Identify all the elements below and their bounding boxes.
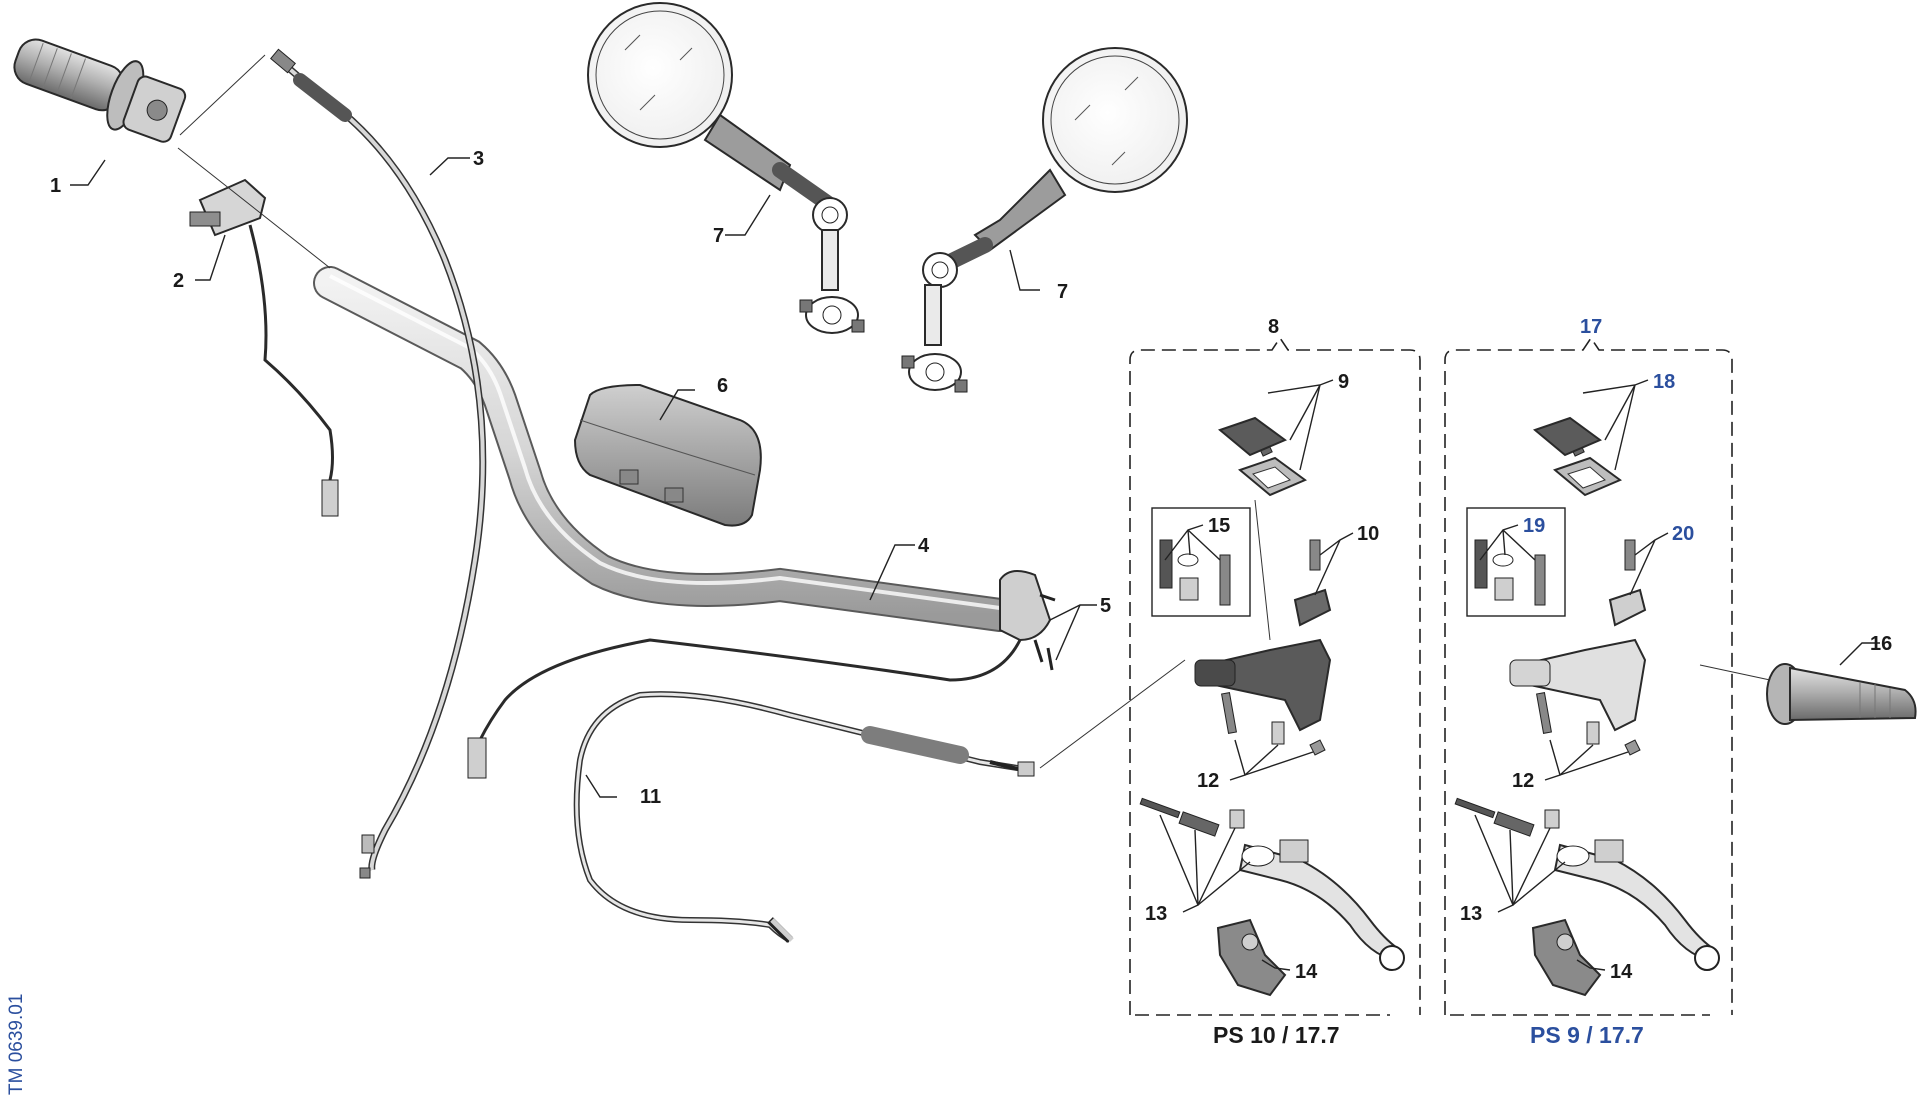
callout-15: 15 [1208, 515, 1230, 537]
document-code: TM 0639.01 [6, 994, 27, 1095]
handlebar-pad [573, 383, 762, 527]
callout-1: 1 [50, 175, 61, 197]
callout-12-right: 12 [1512, 770, 1534, 792]
callout-4: 4 [918, 535, 930, 557]
callout-10: 10 [1357, 523, 1379, 545]
master-cylinder-ps9 [1454, 416, 1720, 997]
throttle-cable [270, 48, 487, 879]
callout-13-left: 13 [1145, 903, 1167, 925]
callout-7-right: 7 [1057, 281, 1068, 303]
handlebar [313, 266, 1017, 632]
variant-caption-left: PS 10 / 17.7 [1213, 1022, 1340, 1048]
callout-5: 5 [1100, 595, 1111, 617]
callout-13-right: 13 [1460, 903, 1482, 925]
variant-panel-left [1129, 336, 1421, 1016]
callout-9: 9 [1338, 371, 1349, 393]
callout-11: 11 [640, 786, 661, 808]
mirror-left [587, 2, 865, 334]
callout-12-left: 12 [1197, 770, 1219, 792]
switch-assembly [189, 178, 339, 517]
callout-14-right: 14 [1610, 961, 1633, 983]
callout-7-left: 7 [713, 225, 724, 247]
callout-17: 17 [1580, 316, 1602, 338]
callout-2: 2 [173, 270, 184, 292]
variant-panel-right [1444, 336, 1733, 1016]
callout-3: 3 [473, 148, 484, 170]
variant-caption-right: PS 9 / 17.7 [1530, 1022, 1644, 1048]
callout-20: 20 [1672, 523, 1694, 545]
mirror-right [901, 47, 1188, 393]
callout-18: 18 [1653, 371, 1675, 393]
right-grip [1766, 663, 1917, 725]
handlebar-switch [467, 570, 1056, 779]
callout-6: 6 [717, 375, 728, 397]
leader-lines [70, 54, 1880, 971]
callout-8: 8 [1268, 316, 1279, 338]
master-cylinder-ps10 [1139, 416, 1405, 997]
callout-labels: 1 2 3 4 5 6 7 7 8 9 10 11 12 13 14 15 16… [50, 148, 1892, 983]
clutch-cable [573, 691, 1035, 943]
callout-16: 16 [1870, 633, 1892, 655]
callout-14-left: 14 [1295, 961, 1318, 983]
throttle-grip-assembly [13, 38, 187, 143]
callout-19: 19 [1523, 515, 1545, 537]
